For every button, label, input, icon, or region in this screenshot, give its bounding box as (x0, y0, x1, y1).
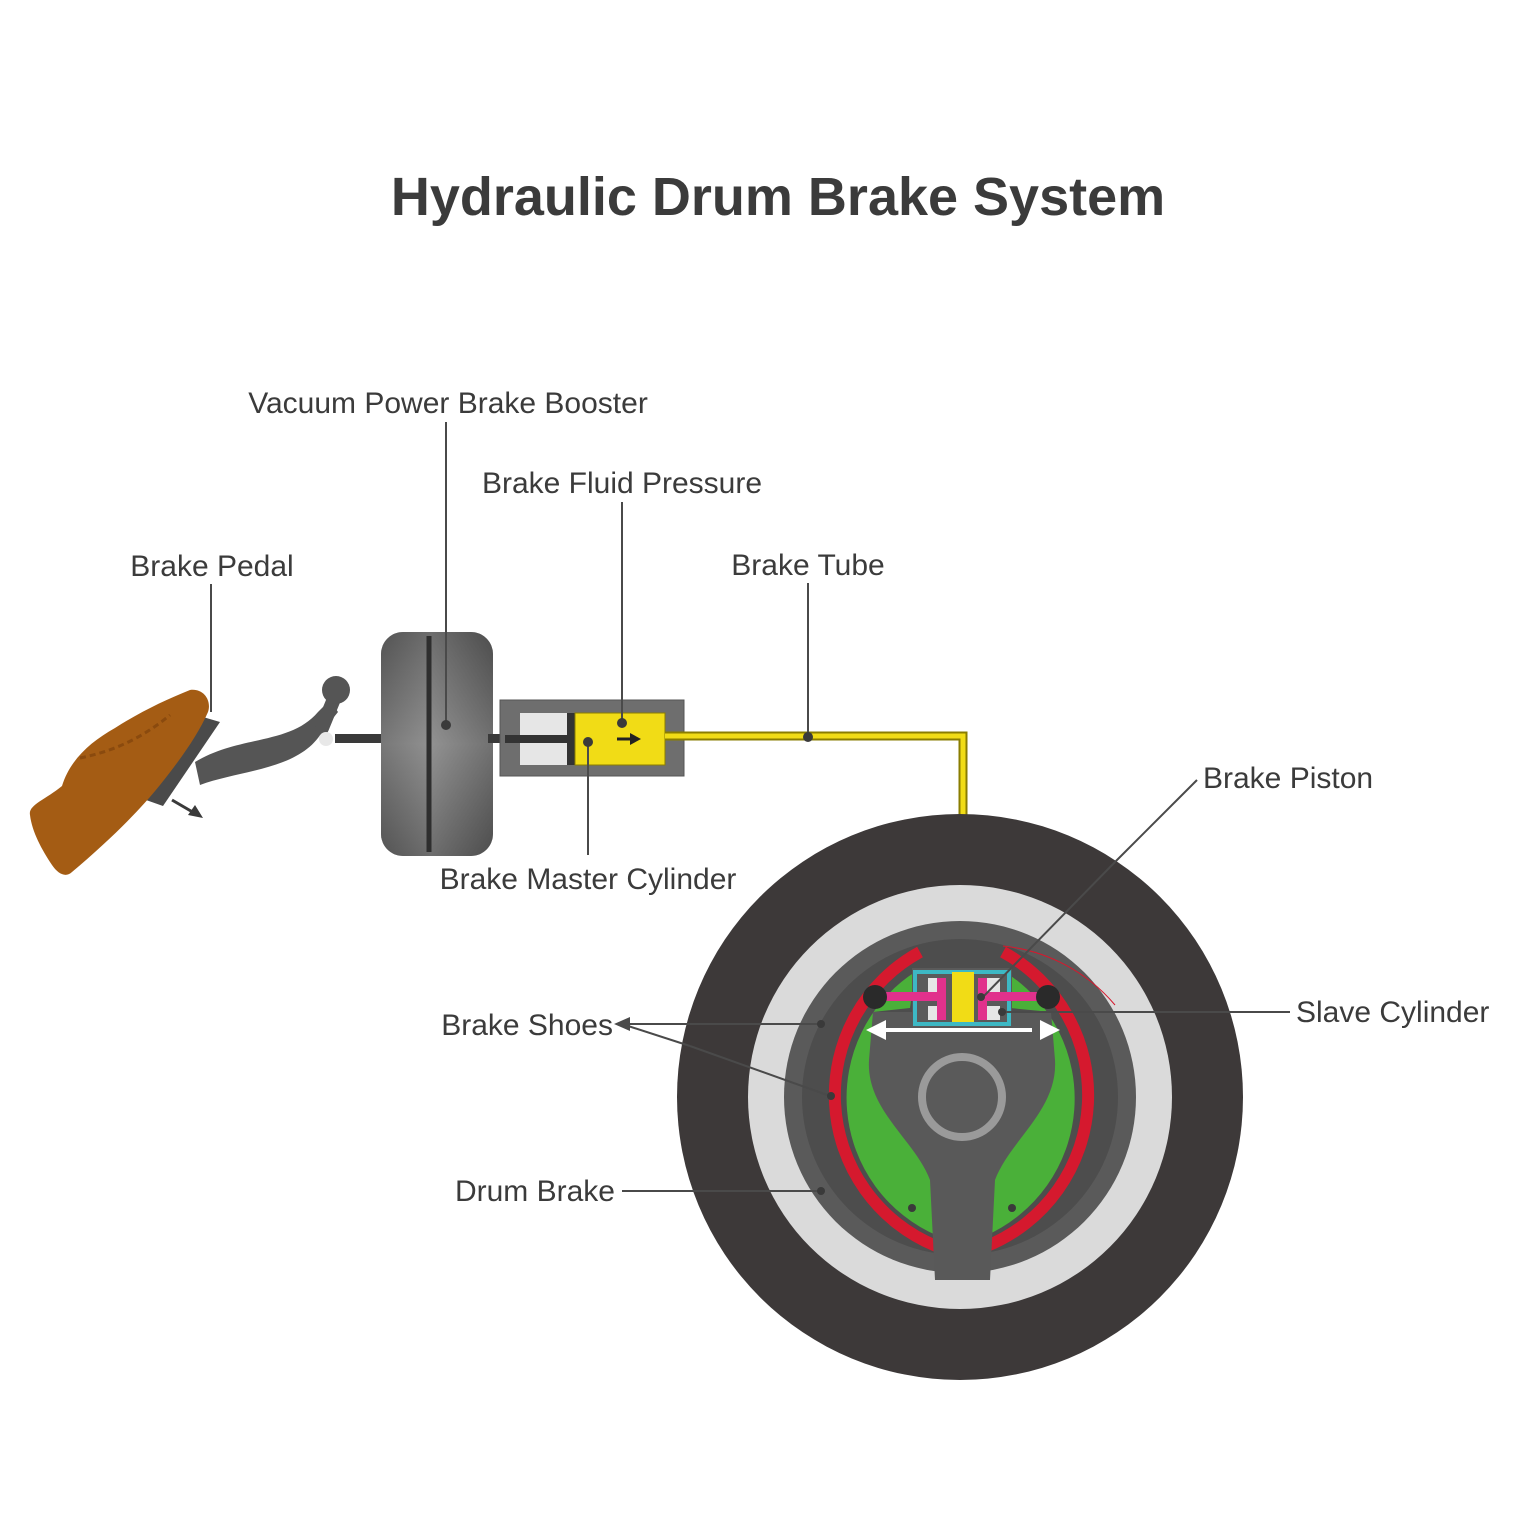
label-vacuum-booster: Vacuum Power Brake Booster (248, 387, 648, 420)
label-brake-pedal: Brake Pedal (130, 550, 293, 583)
pedal-pivot (322, 676, 350, 704)
foot-shoe (29, 689, 209, 875)
hub (918, 1053, 1006, 1141)
push-rod (335, 734, 387, 743)
brake-piston-left (884, 992, 944, 1001)
pedal-arm (195, 700, 338, 785)
slave-fluid (952, 972, 974, 1022)
expansion-arrows (866, 1020, 1060, 1040)
pedal-pad (146, 717, 220, 806)
brake-pedal-assembly (29, 676, 387, 875)
wheel (677, 814, 1243, 1380)
label-master-cylinder: Brake Master Cylinder (440, 863, 737, 896)
label-brake-shoes: Brake Shoes (441, 1009, 613, 1042)
leader-lines (210, 422, 1290, 1195)
slave-cylinder (863, 968, 1060, 1026)
label-slave-cylinder: Slave Cylinder (1296, 996, 1489, 1029)
vacuum-booster (381, 632, 518, 856)
master-cylinder (499, 699, 685, 777)
backing-plate (868, 1012, 1056, 1280)
label-brake-piston: Brake Piston (1203, 762, 1373, 795)
label-brake-tube: Brake Tube (731, 549, 884, 582)
label-fluid-pressure: Brake Fluid Pressure (482, 467, 762, 500)
brake-shoe-left (846, 972, 938, 1236)
brake-piston-right (980, 992, 1040, 1001)
label-drum-brake: Drum Brake (455, 1175, 615, 1208)
page-title: Hydraulic Drum Brake System (391, 167, 1165, 227)
